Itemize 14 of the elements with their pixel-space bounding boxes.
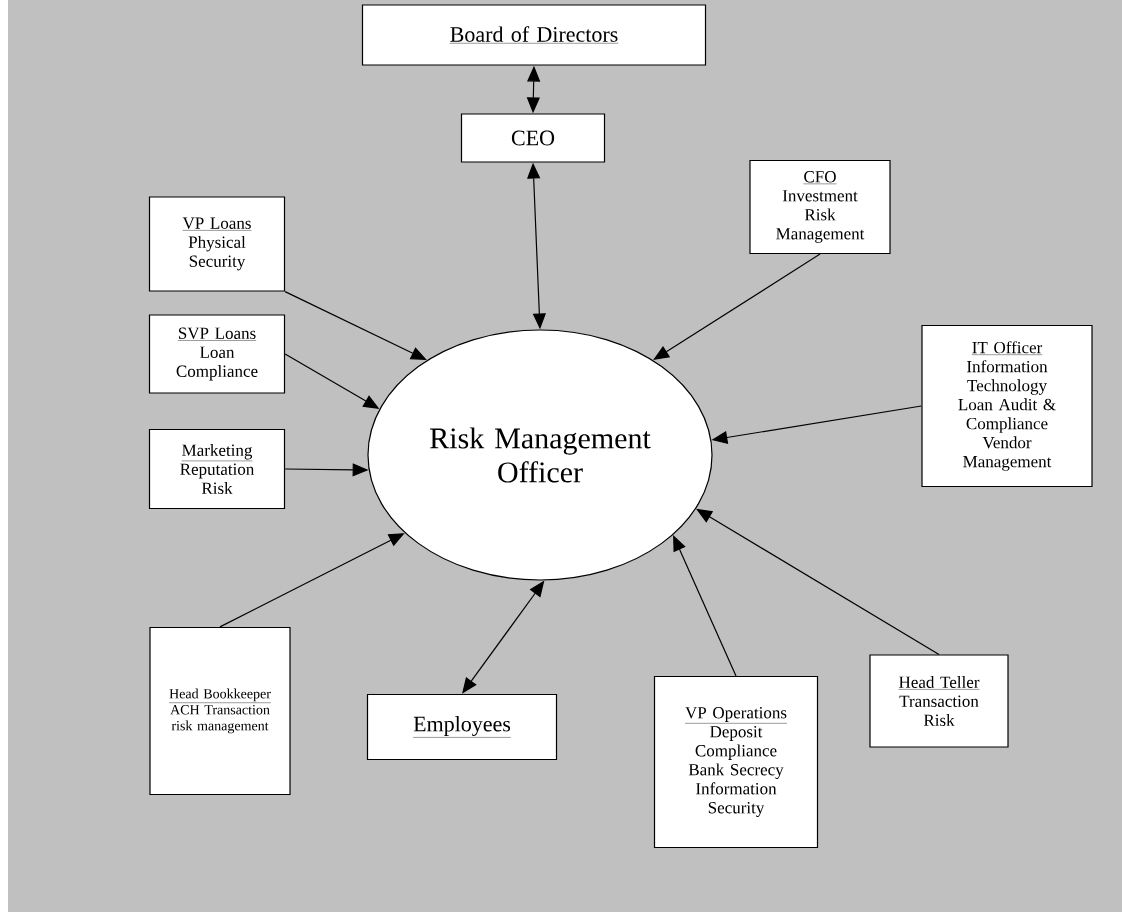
role-box: VP Loans Physical Security bbox=[148, 196, 286, 292]
role-box: Employees bbox=[366, 693, 558, 761]
arrow bbox=[696, 508, 940, 655]
role-box: VP Operations Deposit Compliance Bank Secrecy Information Security bbox=[653, 675, 819, 849]
role-box: CEO bbox=[460, 113, 606, 163]
role-box: Head Teller Transaction Risk bbox=[869, 654, 1009, 748]
arrow bbox=[284, 291, 427, 361]
role-box: SVP Loans Loan Compliance bbox=[148, 314, 286, 394]
role-box: CFO Investment Risk Management bbox=[749, 159, 891, 255]
arrow bbox=[673, 535, 737, 677]
role-box: IT Officer Information Technology Loan Audit & Compliance Vendor Management bbox=[921, 324, 1093, 488]
role-box: Board of Directors bbox=[361, 4, 707, 66]
role-box: Marketing Reputation Risk bbox=[148, 428, 286, 510]
role-box: Head Bookkeeper ACH Transaction risk management bbox=[149, 626, 291, 796]
